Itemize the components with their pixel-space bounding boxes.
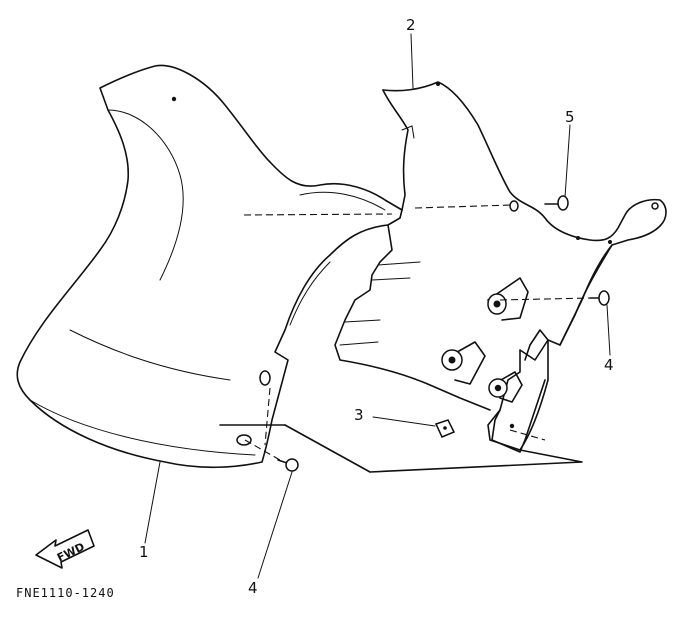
assembly-lines (243, 204, 591, 461)
callout-part-1: 1 (139, 543, 149, 561)
screw-lower (277, 458, 299, 472)
fwd-arrow-icon: FWD (35, 529, 95, 569)
side-bracket (491, 244, 613, 453)
callout-part-4-lower: 4 (248, 579, 258, 597)
callout-part-3: 3 (354, 406, 364, 424)
figure-code: FNE1110-1240 (16, 586, 115, 600)
callout-part-2: 2 (406, 16, 416, 34)
callout-part-5: 5 (565, 108, 575, 126)
screw-upper (509, 195, 569, 212)
damper-grommets (441, 277, 529, 403)
lower-cowling-panel (16, 64, 403, 469)
leader-lines (144, 33, 611, 579)
floor-plane-outline (219, 424, 583, 473)
screw-right (589, 290, 610, 306)
callout-part-4-right: 4 (604, 356, 614, 374)
nut-clip (434, 419, 456, 438)
